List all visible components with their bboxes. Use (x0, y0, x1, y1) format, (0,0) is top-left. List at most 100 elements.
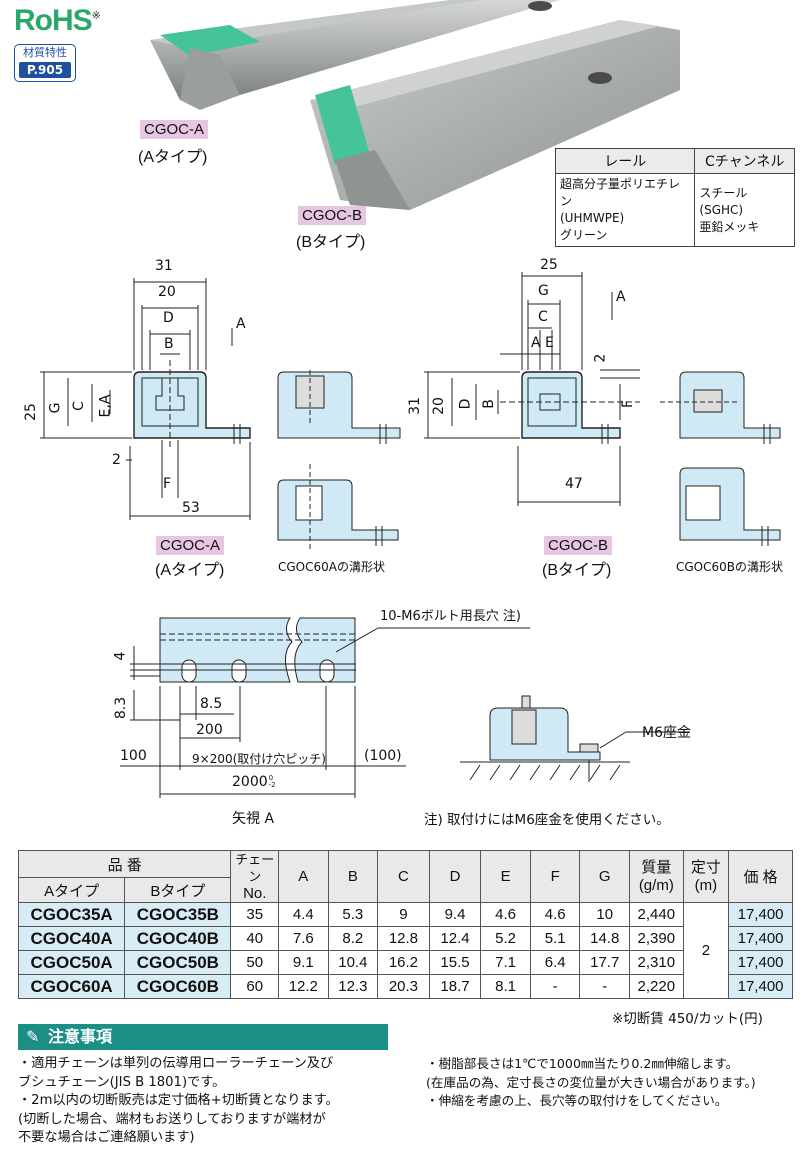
caption-b60-slot: CGOC60Bの溝形状 (676, 560, 784, 574)
view-a-label: 矢視 A (232, 811, 275, 827)
header-col-c: C (377, 850, 430, 903)
header-col-g: G (579, 850, 631, 903)
dim-b-d: D (457, 398, 474, 410)
header-mass: 質量 (641, 858, 672, 876)
val-a: 12.2 (278, 974, 329, 999)
chain-no: 60 (230, 974, 280, 999)
header-col-b: B (327, 850, 379, 903)
rail-a-end (180, 48, 240, 110)
part-a: CGOC40A (17, 926, 126, 951)
val-g: - (579, 974, 631, 999)
b-section-detail (679, 371, 781, 439)
dim-b-ae: A E (531, 335, 554, 351)
header-mass-unit: (g/m) (638, 876, 674, 894)
hole-label: 10-M6ボルト用長穴 注) (380, 609, 521, 624)
spec-header-channel: Cチャンネル (694, 148, 795, 174)
val-e: 7.1 (480, 950, 531, 975)
rail-material-2: (UHMWPE) (560, 211, 625, 225)
product-b-code: CGOC-B (298, 206, 366, 225)
section-b (424, 272, 781, 546)
caution-line: ・適用チェーンは単列の伝導用ローラーチェーン及び (18, 1056, 334, 1071)
val-g: 10 (579, 902, 631, 927)
val-f: 5.1 (529, 926, 581, 951)
dim-100-ref: (100) (364, 748, 402, 764)
rail-material-1: 超高分子量ポリエチレン (560, 177, 681, 208)
val-a: 4.4 (278, 902, 329, 927)
val-d: 15.5 (428, 950, 482, 975)
rail-a-slot (528, 1, 552, 11)
dim-b-b: B (480, 399, 497, 409)
price: 17,400 (728, 974, 793, 999)
val-b: 5.3 (327, 902, 379, 927)
slot-1 (181, 659, 197, 683)
val-e: 4.6 (480, 902, 531, 927)
header-price: 価 格 (728, 850, 793, 903)
dim-a-53: 53 (182, 500, 200, 516)
dim-b-c: C (538, 309, 548, 325)
val-b: 10.4 (327, 950, 379, 975)
dim-8-5: 8.5 (200, 696, 223, 712)
dim-a-d: D (163, 310, 174, 326)
val-a: 9.1 (278, 950, 329, 975)
header-col-f: F (529, 850, 581, 903)
dim-a-20: 20 (158, 284, 176, 300)
val-b: 12.3 (327, 974, 379, 999)
caution-line: ・2m以内の切断販売は定寸価格+切断賃となります。 (18, 1093, 339, 1108)
caption-b-code: CGOC-B (544, 536, 612, 555)
header-col-e: E (480, 850, 531, 903)
mount-note: 注) 取付けにはM6座金を使用ください。 (424, 812, 670, 828)
part-b: CGOC50B (124, 950, 232, 975)
part-a: CGOC60A (17, 974, 126, 999)
price: 17,400 (728, 902, 793, 927)
spec-header-rail: レール (554, 148, 696, 174)
header-part-no: 品 番 (17, 850, 232, 878)
dim-b-g: G (538, 283, 549, 299)
material-page: P.905 (19, 62, 71, 78)
product-a-type: (Aタイプ) (138, 149, 208, 166)
header-length-unit: (m) (694, 876, 718, 894)
dim-b-2: 2 (592, 353, 609, 363)
dim-a-ea: E,A (97, 394, 114, 418)
val-d: 9.4 (428, 902, 482, 927)
cut-fee-note: ※切断賃 450/カット(円) (612, 1011, 763, 1027)
dim-a-2: 2 (112, 452, 121, 468)
slot-2 (231, 659, 247, 683)
val-mass: 2,440 (629, 902, 684, 927)
material-properties-badge[interactable]: 材質特性 P.905 (14, 44, 76, 82)
header-col-d: D (428, 850, 482, 903)
val-a: 7.6 (278, 926, 329, 951)
product-illustration (150, 0, 680, 210)
val-d: 18.7 (428, 974, 482, 999)
dim-100: 100 (120, 748, 147, 764)
dim-a-g: G (47, 402, 64, 414)
side-view (120, 617, 690, 798)
price: 17,400 (728, 950, 793, 975)
val-e: 5.2 (480, 926, 531, 951)
caution-line: (切断した場合、端材もお送りしておりますが端材が (18, 1111, 326, 1127)
dim-a-25: 25 (22, 403, 39, 421)
val-f: - (529, 974, 581, 999)
val-c: 16.2 (377, 950, 430, 975)
rail-b-slot (588, 72, 612, 84)
dim-4: 4 (112, 651, 129, 661)
rohs-logo: RoHS※ (14, 4, 101, 37)
header-b-type: Bタイプ (124, 877, 232, 903)
material-spec-table: レール Cチャンネル 超高分子量ポリエチレン (UHMWPE) グリーン スチー… (554, 148, 795, 247)
val-mass: 2,390 (629, 926, 684, 951)
ground-hatch (469, 764, 621, 781)
caution-line: 不要な場合はご連絡願います) (18, 1130, 195, 1145)
caution-right: ・樹脂部長さは1℃で1000㎜当たり0.2㎜伸縮します。 (在庫品の為、定寸長さ… (426, 1055, 801, 1111)
part-a: CGOC35A (17, 902, 126, 927)
header-chain-no: No. (243, 885, 267, 902)
val-d: 12.4 (428, 926, 482, 951)
rail-b-resin (315, 85, 370, 165)
dim-a-b: B (164, 336, 174, 352)
dim-8-3: 8.3 (113, 696, 130, 720)
caption-b-type: (Bタイプ) (542, 562, 612, 579)
channel-material-1: スチール(SGHC) (699, 185, 748, 217)
channel-material-2: 亜鉛メッキ (699, 219, 760, 234)
section-a (40, 278, 401, 550)
rail-b-end (335, 150, 410, 210)
val-f: 6.4 (529, 950, 581, 975)
